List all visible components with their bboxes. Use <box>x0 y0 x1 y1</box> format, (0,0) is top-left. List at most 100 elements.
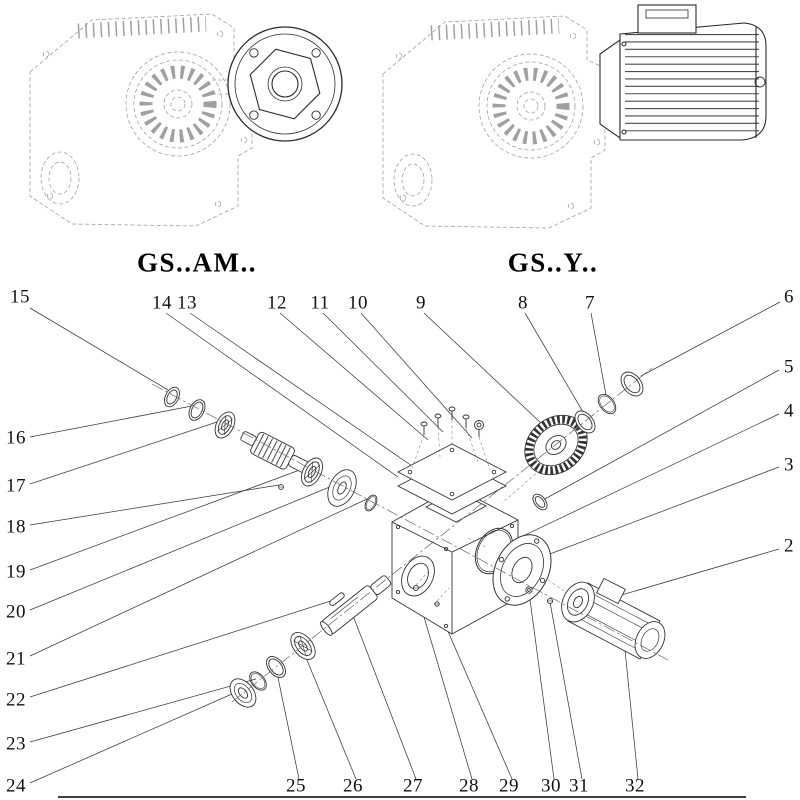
leader-12 <box>279 312 429 441</box>
leader-25 <box>275 667 300 780</box>
input-seal-ring-1 <box>164 386 180 408</box>
leader-16 <box>29 405 193 438</box>
callout-4: 4 <box>784 400 794 422</box>
leader-11 <box>322 312 444 433</box>
cover-screws <box>420 406 470 435</box>
callout-11: 11 <box>310 292 330 314</box>
leader-2 <box>600 548 780 602</box>
input-seal-ring-2 <box>188 399 206 421</box>
leader-10 <box>360 312 473 439</box>
assembly-dashes-cover <box>411 420 491 471</box>
callout-8: 8 <box>518 292 528 314</box>
leader-23 <box>29 678 257 743</box>
leader-3 <box>533 466 780 561</box>
leader-22 <box>29 597 341 698</box>
worm-gear-washer <box>327 469 357 507</box>
callout-7: 7 <box>585 292 595 314</box>
upper-seal-ring <box>620 371 644 397</box>
cover-plate-assembly <box>397 406 507 515</box>
leader-8 <box>524 312 584 413</box>
callout-18: 18 <box>6 516 26 538</box>
callout-14: 14 <box>152 292 172 314</box>
callout-19: 19 <box>6 561 26 583</box>
callout-24: 24 <box>6 775 26 797</box>
gear-axis <box>231 367 653 703</box>
exploded-motor <box>561 577 666 660</box>
leader-4 <box>501 413 780 547</box>
small-o-ring <box>364 494 378 512</box>
end-washer <box>229 678 257 708</box>
leader-18 <box>29 484 280 526</box>
motor-end-cap <box>634 621 666 659</box>
leader-5 <box>542 369 780 501</box>
leader-24 <box>29 689 242 784</box>
gearbox-ghost-left <box>30 14 252 226</box>
leader-29 <box>436 605 513 780</box>
leader-6 <box>640 301 781 377</box>
motor-terminal-box <box>596 577 626 605</box>
callout-9: 9 <box>416 292 426 314</box>
callout-26: 26 <box>343 775 363 797</box>
callout-22: 22 <box>6 689 26 711</box>
exploded-assembly <box>164 371 666 708</box>
mid-bearing <box>301 457 323 487</box>
callout-21: 21 <box>6 648 26 670</box>
callout-13: 13 <box>177 292 197 314</box>
callout-12: 12 <box>267 292 287 314</box>
plug-screw-1 <box>525 586 533 594</box>
cover-plate <box>397 443 507 501</box>
upper-washer <box>574 410 596 434</box>
leader-20 <box>29 483 338 611</box>
callout-20: 20 <box>6 601 26 623</box>
leader-32 <box>623 639 639 780</box>
callout-17: 17 <box>6 475 26 497</box>
leader-15 <box>29 307 169 391</box>
gear-shim-ring <box>532 493 548 511</box>
callout-29: 29 <box>499 775 519 797</box>
callout-15: 15 <box>10 286 30 308</box>
input-bearing <box>214 411 236 439</box>
leader-21 <box>29 498 368 657</box>
housing-screw-2 <box>434 601 440 607</box>
leader-30 <box>528 591 555 780</box>
leader-9 <box>423 312 543 425</box>
callout-28: 28 <box>459 775 479 797</box>
leader-19 <box>29 467 306 571</box>
leader-31 <box>549 601 583 780</box>
callout-16: 16 <box>6 427 26 449</box>
leader-14 <box>165 312 399 478</box>
leader-7 <box>590 312 607 396</box>
leader-lines <box>29 301 781 784</box>
output-bearing <box>290 632 316 660</box>
motor-front-flange <box>561 581 595 623</box>
variant-label-gs-y: GS..Y.. <box>507 247 599 278</box>
am-flange-drawing <box>227 26 343 142</box>
variant-label-gs-am: GS..AM.. <box>137 247 257 278</box>
output-gear <box>524 414 588 476</box>
callout-5: 5 <box>784 356 794 378</box>
output-flange-cover <box>492 534 552 606</box>
plug-screw-2 <box>546 597 554 605</box>
leader-13 <box>189 312 413 467</box>
center-axes <box>151 367 669 703</box>
callout-25: 25 <box>286 775 306 797</box>
callout-6: 6 <box>784 286 794 308</box>
leader-26 <box>301 647 357 780</box>
vent-plug <box>474 420 484 437</box>
leader-27 <box>351 612 417 780</box>
callout-23: 23 <box>6 733 26 755</box>
leader-17 <box>29 420 221 485</box>
callout-10: 10 <box>348 292 368 314</box>
leader-28 <box>415 589 473 780</box>
callout-32: 32 <box>625 775 645 797</box>
callout-2: 2 <box>784 535 794 557</box>
assembly-dashes-right <box>415 469 567 602</box>
output-shaft <box>320 575 392 636</box>
set-pin <box>278 484 284 490</box>
callout-31: 31 <box>569 775 589 797</box>
callout-27: 27 <box>403 775 423 797</box>
motor-drawing <box>599 4 767 141</box>
worm-axis <box>151 383 669 661</box>
